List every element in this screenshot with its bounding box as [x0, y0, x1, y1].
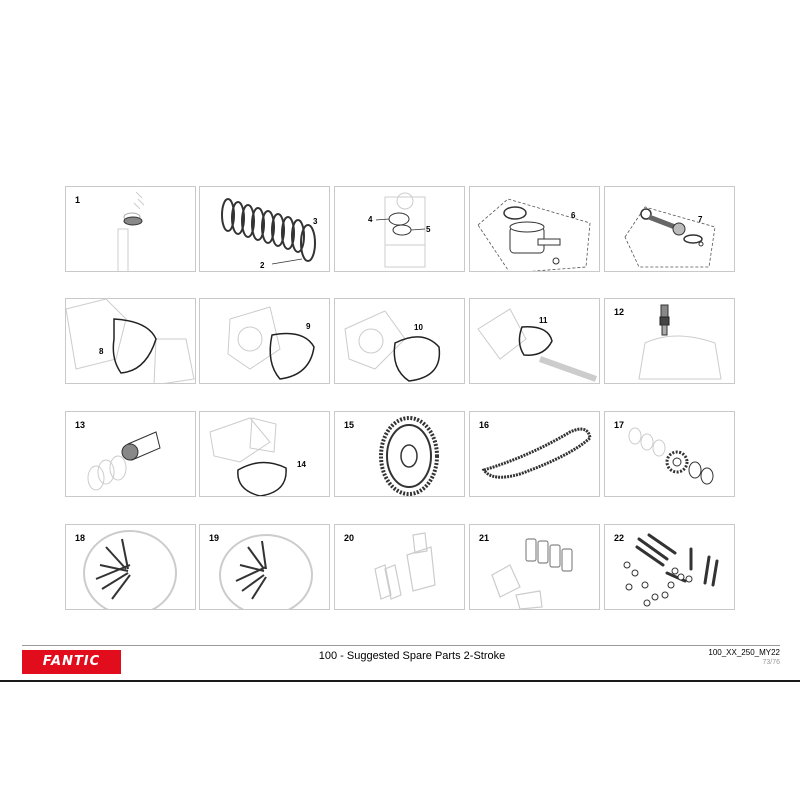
connecting-rod-illustration [624, 206, 716, 268]
rear-sprocket-illustration [379, 416, 439, 496]
part-panel-20: 20 [334, 524, 465, 610]
document-code: 100_XX_250_MY22 [708, 648, 780, 657]
piston-kit-illustration [477, 198, 591, 271]
callout-label: 5 [426, 225, 431, 234]
crankcase-gasket-illustration [344, 310, 441, 382]
part-number: 12 [614, 307, 625, 317]
callout-label: 7 [698, 215, 703, 224]
part-panel-ignition-gasket: 8 [65, 298, 196, 384]
part-number: 18 [75, 533, 86, 543]
callout-label: 2 [260, 261, 265, 270]
bolts-kit-illustration [623, 533, 719, 607]
part-panel-1: 1 [65, 186, 196, 272]
part-panel-19: 19 [199, 524, 330, 610]
part-panel-cylinder: 4 5 [334, 186, 465, 272]
part-panel-16: 16 [469, 411, 600, 497]
callout-label: 9 [306, 322, 311, 331]
callout-label: 6 [571, 211, 576, 220]
brake-pads-rear-illustration [491, 538, 573, 609]
part-panel-15: 15 [334, 411, 465, 497]
part-panel-13: 13 [65, 411, 196, 497]
part-panel-17: 17 [604, 411, 735, 497]
callout-label: 3 [313, 217, 318, 226]
part-number: 1 [75, 195, 81, 205]
spark-plug-illustration [638, 304, 722, 380]
part-panel-clutch-plates: 3 2 [199, 186, 330, 272]
front-wheel-spokes-illustration [83, 530, 177, 609]
part-panel-21: 21 [469, 524, 600, 610]
page-footer: FANTIC 100 - Suggested Spare Parts 2-Str… [22, 645, 780, 679]
document-title: 100 - Suggested Spare Parts 2-Stroke [318, 650, 506, 662]
part-number: 19 [209, 533, 220, 543]
rear-wheel-spokes-illustration [219, 534, 313, 609]
cylinder-base-gasket-illustration [209, 417, 287, 496]
part-number: 17 [614, 420, 625, 430]
part-number: 22 [614, 533, 625, 543]
callout-label: 8 [99, 347, 104, 356]
part-panel-spark-plug: 12 [604, 298, 735, 384]
part-number: 16 [479, 420, 490, 430]
cylinder-gasket-illustration [375, 192, 426, 268]
part-panel-water-pump-gasket: 11 [469, 298, 600, 384]
callout-label: 4 [368, 215, 373, 224]
bearing-seal-illustration [87, 431, 161, 491]
part-panel-18: 18 [65, 524, 196, 610]
callout-label: 11 [539, 316, 548, 325]
brake-pads-illustration [374, 532, 436, 600]
chain-illustration [481, 427, 592, 479]
callout-label: 10 [414, 323, 423, 332]
fork-seal-illustration [117, 191, 145, 271]
part-panel-clutch-gasket: 9 [199, 298, 330, 384]
part-number: 13 [75, 420, 86, 430]
part-panel-cylinder-base-gasket: 14 [199, 411, 330, 497]
logo-text: FANTIC [42, 654, 101, 669]
ignition-cover-gasket-illustration [66, 299, 195, 383]
footer-divider [0, 680, 800, 682]
part-number: 21 [479, 533, 490, 543]
part-number: 20 [344, 533, 355, 543]
part-number: 15 [344, 420, 355, 430]
clutch-cover-gasket-illustration [227, 306, 315, 380]
part-panel-22: 22 [604, 524, 735, 610]
front-sprocket-illustration [628, 427, 714, 485]
clutch-plates-illustration [221, 198, 316, 265]
callout-label: 14 [297, 460, 306, 469]
part-panel-piston: 6 [469, 186, 600, 272]
page-number: 73/76 [762, 659, 780, 666]
part-panel-conrod: 7 [604, 186, 735, 272]
water-pump-gasket-illustration [477, 308, 598, 382]
fantic-logo: FANTIC [22, 650, 121, 674]
part-panel-crankcase-gasket: 10 [334, 298, 465, 384]
